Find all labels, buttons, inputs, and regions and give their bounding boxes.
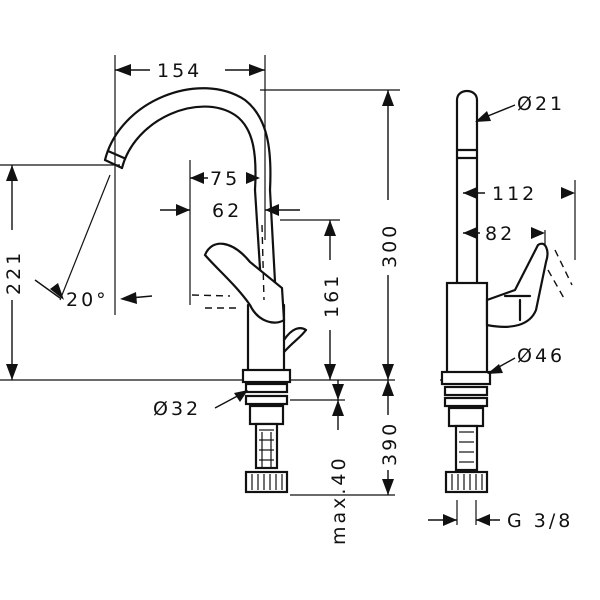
label-20deg: 20° [66, 289, 109, 311]
side-view [440, 89, 576, 525]
label-112: 112 [492, 183, 537, 205]
front-dimension-lines [6, 64, 394, 495]
label-max-40: max.40 [328, 455, 350, 545]
label-390: 390 [379, 421, 401, 466]
label-161: 161 [321, 273, 343, 318]
label-diameter-21: Ø21 [517, 93, 565, 115]
front-view [0, 55, 400, 496]
label-75: 75 [210, 168, 240, 190]
label-154: 154 [157, 60, 202, 82]
label-diameter-32: Ø32 [153, 398, 201, 420]
label-300: 300 [379, 223, 401, 268]
label-diameter-46: Ø46 [517, 345, 565, 367]
side-dimension-lines [428, 104, 575, 526]
label-82: 82 [485, 223, 515, 245]
label-g-3-8: G 3/8 [507, 510, 573, 532]
label-221: 221 [3, 250, 25, 295]
label-62: 62 [212, 200, 242, 222]
